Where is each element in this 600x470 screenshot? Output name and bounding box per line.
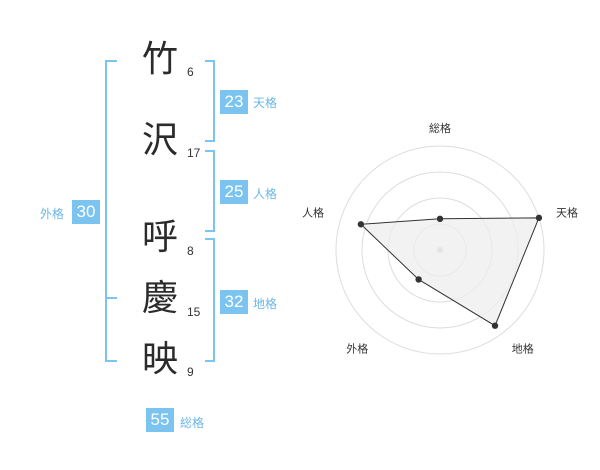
stroke-count-2: 17 (187, 146, 201, 160)
radar-rings (335, 145, 545, 355)
chikaku-bracket (205, 238, 215, 362)
radar-ring (387, 197, 493, 303)
stroke-count-5: 9 (187, 365, 194, 379)
radar-axis-label-1: 総格 (429, 121, 451, 135)
gaikaku-score: 30 (72, 200, 100, 224)
radar-point-5 (357, 221, 365, 228)
chikaku-label: 地格 (253, 297, 278, 311)
radar-ring (335, 145, 545, 355)
radar-axis-label-4: 外格 (346, 342, 368, 356)
soukaku-label: 総格 (180, 416, 205, 430)
radar-axis-label-3: 地格 (512, 342, 534, 356)
tenkaku-label: 天格 (253, 96, 278, 110)
radar-point-3 (491, 322, 499, 329)
radar-point-4 (415, 276, 422, 283)
radar-series-area (359, 217, 540, 327)
radar-series (357, 214, 543, 329)
stroke-count-4: 15 (187, 305, 201, 319)
soukaku-score: 55 (146, 408, 174, 432)
jinkaku-label: 人格 (253, 187, 278, 201)
jinkaku-bracket (205, 150, 215, 232)
radar-axis-label-5: 人格 (302, 205, 324, 219)
radar-ring (413, 223, 467, 277)
stroke-count-1: 6 (187, 65, 194, 79)
gaikaku-bracket (105, 60, 117, 362)
chikaku-score: 32 (220, 290, 248, 314)
radar-center (437, 247, 443, 253)
name-char-2: 沢 (141, 120, 178, 161)
radar-point-2 (535, 214, 543, 222)
gaikaku-label: 外格 (40, 207, 65, 221)
radar-point-1 (436, 215, 444, 222)
radar-ring (361, 171, 519, 329)
name-char-4: 慶 (141, 278, 178, 319)
name-char-3: 呼 (141, 217, 178, 258)
name-char-5: 映 (141, 339, 178, 380)
name-char-1: 竹 (141, 39, 178, 80)
jinkaku-score: 25 (220, 180, 248, 204)
gaikaku-bracket-tick (105, 297, 117, 299)
tenkaku-bracket (205, 60, 215, 142)
stroke-count-3: 8 (187, 244, 194, 258)
tenkaku-score: 23 (220, 90, 248, 114)
radar-axis-label-2: 天格 (556, 205, 578, 219)
